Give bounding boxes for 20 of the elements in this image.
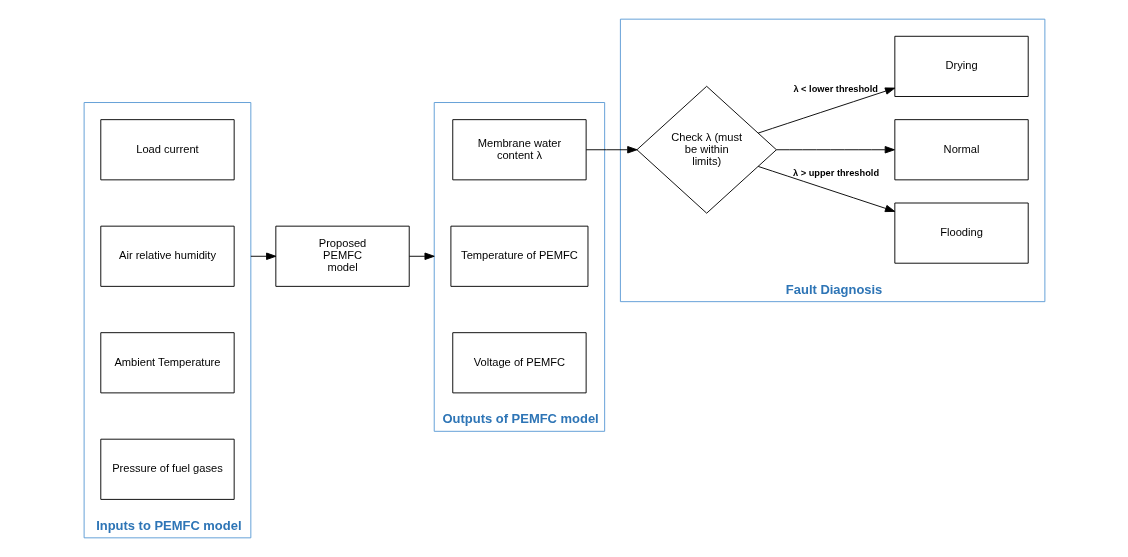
node-box: Pressure of fuel gases xyxy=(99,438,235,500)
node-box: Voltage of PEMFC xyxy=(451,332,587,394)
arrow xyxy=(585,146,637,154)
arrow xyxy=(757,87,895,134)
node-box: Membrane water content λ xyxy=(451,119,587,181)
edge-label: λ < lower threshold xyxy=(792,84,878,95)
node-box: Flooding xyxy=(893,202,1029,264)
edge-label: λ > upper threshold xyxy=(792,167,879,178)
arrow xyxy=(408,252,435,260)
node-diamond: Check λ (must be within limits) xyxy=(635,85,777,214)
arrow xyxy=(249,252,276,260)
arrow xyxy=(775,146,895,154)
node-box: Temperature of PEMFC xyxy=(449,225,588,287)
node-box: Air relative humidity xyxy=(99,225,235,287)
node-box: Load current xyxy=(99,119,235,181)
node-box: Drying xyxy=(893,35,1029,97)
node-box: Normal xyxy=(893,119,1029,181)
node-box: Proposed PEMFC model xyxy=(274,225,410,287)
node-box: Ambient Temperature xyxy=(99,332,235,394)
arrow xyxy=(757,165,895,213)
